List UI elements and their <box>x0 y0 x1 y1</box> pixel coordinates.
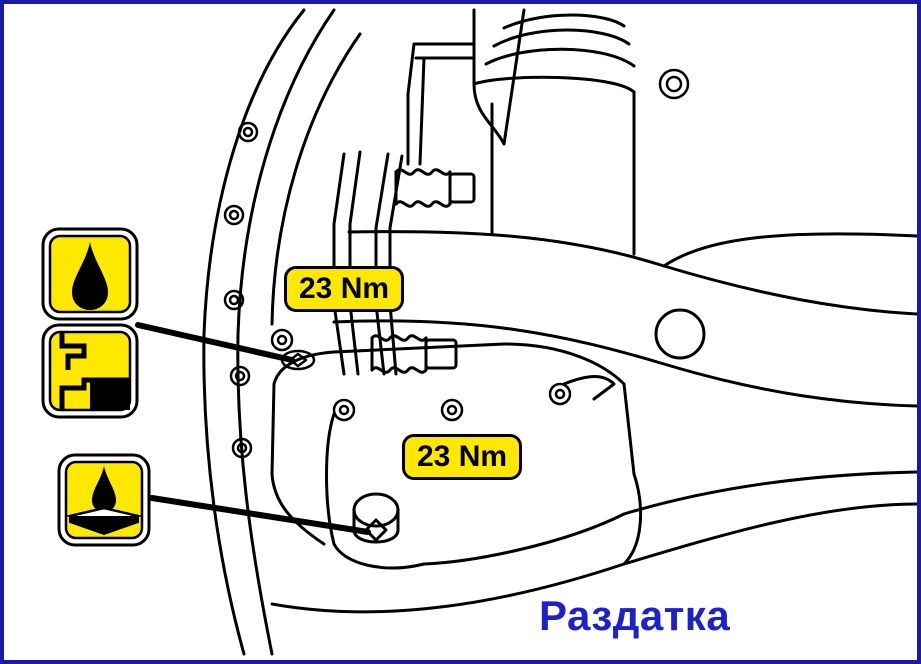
frame-rail-edge <box>270 32 362 326</box>
transfer-case-drawing <box>135 8 917 656</box>
upper-right-bolt <box>658 68 690 100</box>
driveshaft-boot <box>406 8 636 256</box>
caption: Раздатка <box>539 592 731 639</box>
fill-plug-leader <box>135 322 295 363</box>
crossmember <box>332 230 917 408</box>
lower-body-lines <box>270 470 917 614</box>
upper-torque-label: 23 Nm <box>284 266 405 312</box>
frame-rail-inner <box>236 8 336 656</box>
case-bolts <box>270 328 572 422</box>
oil-drain-icon <box>57 453 151 547</box>
oil-drop-icon <box>41 227 139 321</box>
shift-linkage <box>332 150 404 376</box>
frame-bolts <box>223 121 259 459</box>
frame-rail-outer <box>202 8 306 656</box>
lower-spring <box>370 334 458 374</box>
drain-plug <box>352 492 400 544</box>
drain-plug-leader <box>149 495 371 535</box>
oil-level-icon <box>41 323 139 419</box>
upper-spring <box>394 168 476 208</box>
lower-torque-label: 23 Nm <box>402 434 523 480</box>
